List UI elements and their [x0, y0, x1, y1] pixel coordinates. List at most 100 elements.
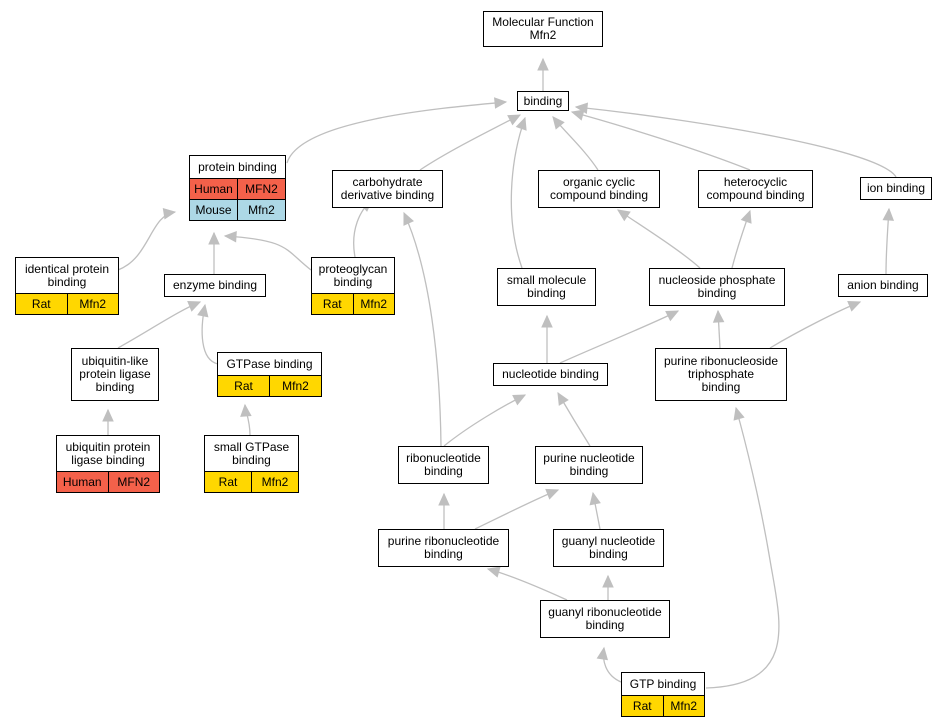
- edge-identical-to-protein-binding-arrowhead: [162, 208, 177, 220]
- go-term-ion[interactable]: ion binding: [860, 177, 932, 200]
- go-term-label: binding: [523, 93, 563, 108]
- go-term-label: anion binding: [847, 278, 919, 292]
- go-term-label: proteoglycan binding: [318, 261, 388, 289]
- species-cell: Human: [194, 181, 233, 196]
- go-term-ubl-ligase[interactable]: ubiquitin-like protein ligase binding: [71, 348, 159, 401]
- edge-guanyl-ribonuc-to-purine-ribonuc: [487, 568, 568, 601]
- edge-gtpase-to-enzyme-arrowhead: [197, 303, 209, 318]
- edge-purine-ribonuc-to-ribonuc-arrowhead: [438, 492, 450, 506]
- edge-ion-to-binding-arrowhead: [574, 102, 589, 114]
- go-term-label: heterocyclic compound binding: [706, 175, 805, 202]
- gene-cell: MFN2: [237, 179, 285, 199]
- species-cell: Rat: [31, 296, 51, 311]
- go-term-label: purine ribonucleoside triphosphate bindi…: [663, 354, 779, 394]
- edge-ubl-ligase-to-enzyme-arrowhead: [187, 301, 202, 312]
- go-term-label: identical protein binding: [24, 261, 110, 289]
- edge-ribonuc-to-carb-arrowhead: [403, 211, 414, 226]
- gene-cell: Mfn2: [66, 294, 119, 314]
- go-term-label: nucleoside phosphate binding: [658, 273, 776, 300]
- edge-hetero-to-binding-arrowhead: [570, 109, 585, 121]
- go-term-anion[interactable]: anion binding: [838, 274, 928, 297]
- go-term-purine-rns-tp[interactable]: purine ribonucleoside triphosphate bindi…: [655, 348, 787, 401]
- go-term-label: guanyl nucleotide binding: [561, 534, 656, 561]
- edge-ub-ligase-to-ubl-ligase-arrowhead: [102, 408, 114, 422]
- go-term-label: ubiquitin protein ligase binding: [65, 439, 151, 467]
- go-term-ribonuc[interactable]: ribonucleotide binding: [398, 446, 489, 484]
- edge-enzyme-to-protein-binding-arrowhead: [208, 231, 220, 245]
- go-term-label: small GTPase binding: [213, 439, 290, 467]
- edge-nucleotide-to-small-mol-arrowhead: [541, 314, 553, 328]
- go-term-binding[interactable]: binding: [517, 91, 569, 111]
- go-term-guanyl-nuc[interactable]: guanyl nucleotide binding: [553, 529, 664, 567]
- edge-anion-to-ion-arrowhead: [882, 207, 895, 221]
- edge-purine-nuc-to-nucleotide-arrowhead: [557, 391, 569, 406]
- go-term-label: nucleotide binding: [502, 367, 599, 381]
- edge-protein-binding-to-binding-arrowhead: [494, 97, 508, 109]
- edge-proteoglycan-to-carb: [353, 199, 373, 258]
- edge-ribonuc-to-carb: [403, 212, 442, 447]
- go-term-label: protein binding: [198, 159, 277, 174]
- edge-purine-ribonuc-to-purine-nuc-arrowhead: [545, 488, 560, 500]
- go-term-purine-nuc[interactable]: purine nucleotide binding: [535, 446, 643, 484]
- edge-carb-to-binding: [419, 114, 521, 171]
- edge-small-mol-to-binding-arrowhead: [515, 116, 527, 131]
- gene-cell: Mfn2: [237, 200, 285, 220]
- edge-ion-to-binding: [575, 106, 897, 178]
- go-term-mf[interactable]: Molecular Function Mfn2: [483, 11, 603, 47]
- go-term-label: GTPase binding: [226, 356, 313, 371]
- go-term-label: enzyme binding: [172, 278, 258, 292]
- species-cell: Rat: [234, 378, 253, 393]
- edge-purine-rns-tp-to-nuc-phos-arrowhead: [712, 309, 725, 323]
- edge-gtp-to-guanyl-ribonuc: [602, 647, 622, 683]
- go-term-enzyme[interactable]: enzyme binding: [164, 274, 266, 297]
- go-term-label: ion binding: [866, 181, 926, 195]
- go-term-label: GTP binding: [629, 676, 697, 691]
- go-term-label: carbohydrate derivative binding: [340, 175, 435, 202]
- go-term-label: small molecule binding: [506, 273, 587, 300]
- edge-identical-to-protein-binding: [117, 211, 176, 271]
- go-term-hetero[interactable]: heterocyclic compound binding: [698, 170, 813, 208]
- edge-ubl-ligase-to-enzyme: [117, 301, 201, 349]
- edge-small-gtpase-to-gtpase-arrowhead: [240, 403, 252, 417]
- go-term-purine-ribonuc[interactable]: purine ribonucleotide binding: [378, 529, 509, 567]
- go-term-label: Molecular Function Mfn2: [492, 15, 594, 42]
- edge-purine-ribonuc-to-purine-nuc: [474, 489, 559, 530]
- go-term-label: purine nucleotide binding: [543, 451, 635, 478]
- edge-protein-binding-to-binding: [286, 101, 507, 164]
- go-term-small-mol[interactable]: small molecule binding: [497, 268, 596, 306]
- go-term-nucleotide[interactable]: nucleotide binding: [493, 363, 608, 386]
- edge-purine-rns-tp-to-anion-arrowhead: [847, 300, 862, 312]
- edge-guanyl-ribonuc-to-purine-ribonuc-arrowhead: [486, 566, 501, 578]
- edge-nuc-phos-to-hetero-arrowhead: [740, 209, 752, 224]
- species-cell: Mouse: [195, 202, 232, 217]
- edge-gtp-to-purine-rns-tp: [705, 407, 780, 689]
- go-term-nuc-phos[interactable]: nucleoside phosphate binding: [649, 268, 785, 306]
- go-term-guanyl-ribonuc[interactable]: guanyl ribonucleotide binding: [540, 600, 670, 638]
- species-cell: Rat: [322, 296, 342, 311]
- edge-ribonuc-to-nucleotide: [443, 394, 526, 447]
- edge-nuc-phos-to-organic: [617, 209, 701, 269]
- species-cell: Rat: [218, 474, 238, 489]
- edge-gtp-to-purine-rns-tp-arrowhead: [733, 406, 745, 421]
- gene-cell: Mfn2: [251, 472, 298, 492]
- edge-small-mol-to-binding: [510, 117, 526, 269]
- go-term-carb[interactable]: carbohydrate derivative binding: [332, 170, 443, 208]
- go-term-organic[interactable]: organic cyclic compound binding: [538, 170, 660, 208]
- annotation-row-rat: Rat Mfn2: [205, 471, 298, 492]
- edge-proteoglycan-to-protein-binding: [224, 235, 312, 271]
- gene-cell: Mfn2: [662, 696, 705, 716]
- go-term-label: ribonucleotide binding: [406, 451, 481, 478]
- edge-guanyl-ribonuc-to-guanyl-nuc-arrowhead: [602, 574, 614, 588]
